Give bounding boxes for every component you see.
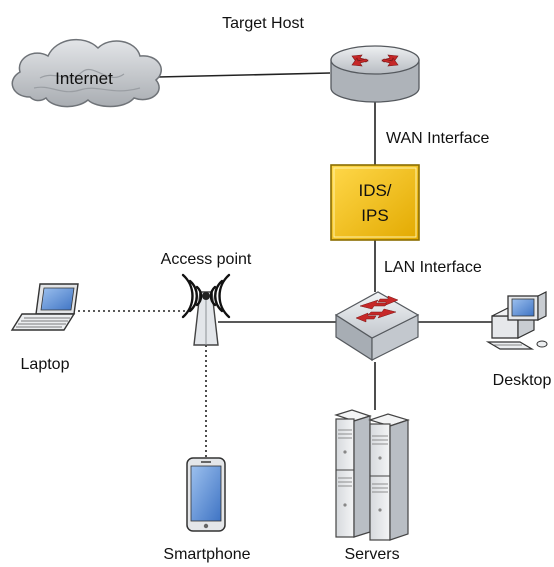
internet-label: Internet [55, 69, 113, 88]
target-host-label: Target Host [222, 15, 304, 32]
switch-icon [334, 291, 420, 362]
wireless-access-point-icon [181, 273, 231, 346]
ids-label-line2: IPS [361, 206, 388, 225]
desktop-computer-icon [485, 291, 548, 350]
access-point-label: Access point [161, 251, 252, 268]
lan-interface-label: LAN Interface [384, 259, 482, 276]
smartphone-icon [186, 457, 226, 532]
smartphone-label: Smartphone [163, 546, 250, 563]
ids-label-line1: IDS/ [358, 181, 391, 200]
servers-label: Servers [344, 546, 399, 563]
laptop-label: Laptop [21, 356, 70, 373]
firewall-icon [330, 164, 420, 241]
server-rack-icon [334, 409, 410, 541]
router-icon [330, 45, 420, 103]
wan-interface-label: WAN Interface [386, 130, 490, 147]
connections [78, 72, 492, 458]
cloud-icon [11, 38, 162, 108]
desktop-label: Desktop [493, 372, 552, 389]
laptop-icon [10, 283, 79, 331]
link-cloud-router [157, 72, 331, 78]
